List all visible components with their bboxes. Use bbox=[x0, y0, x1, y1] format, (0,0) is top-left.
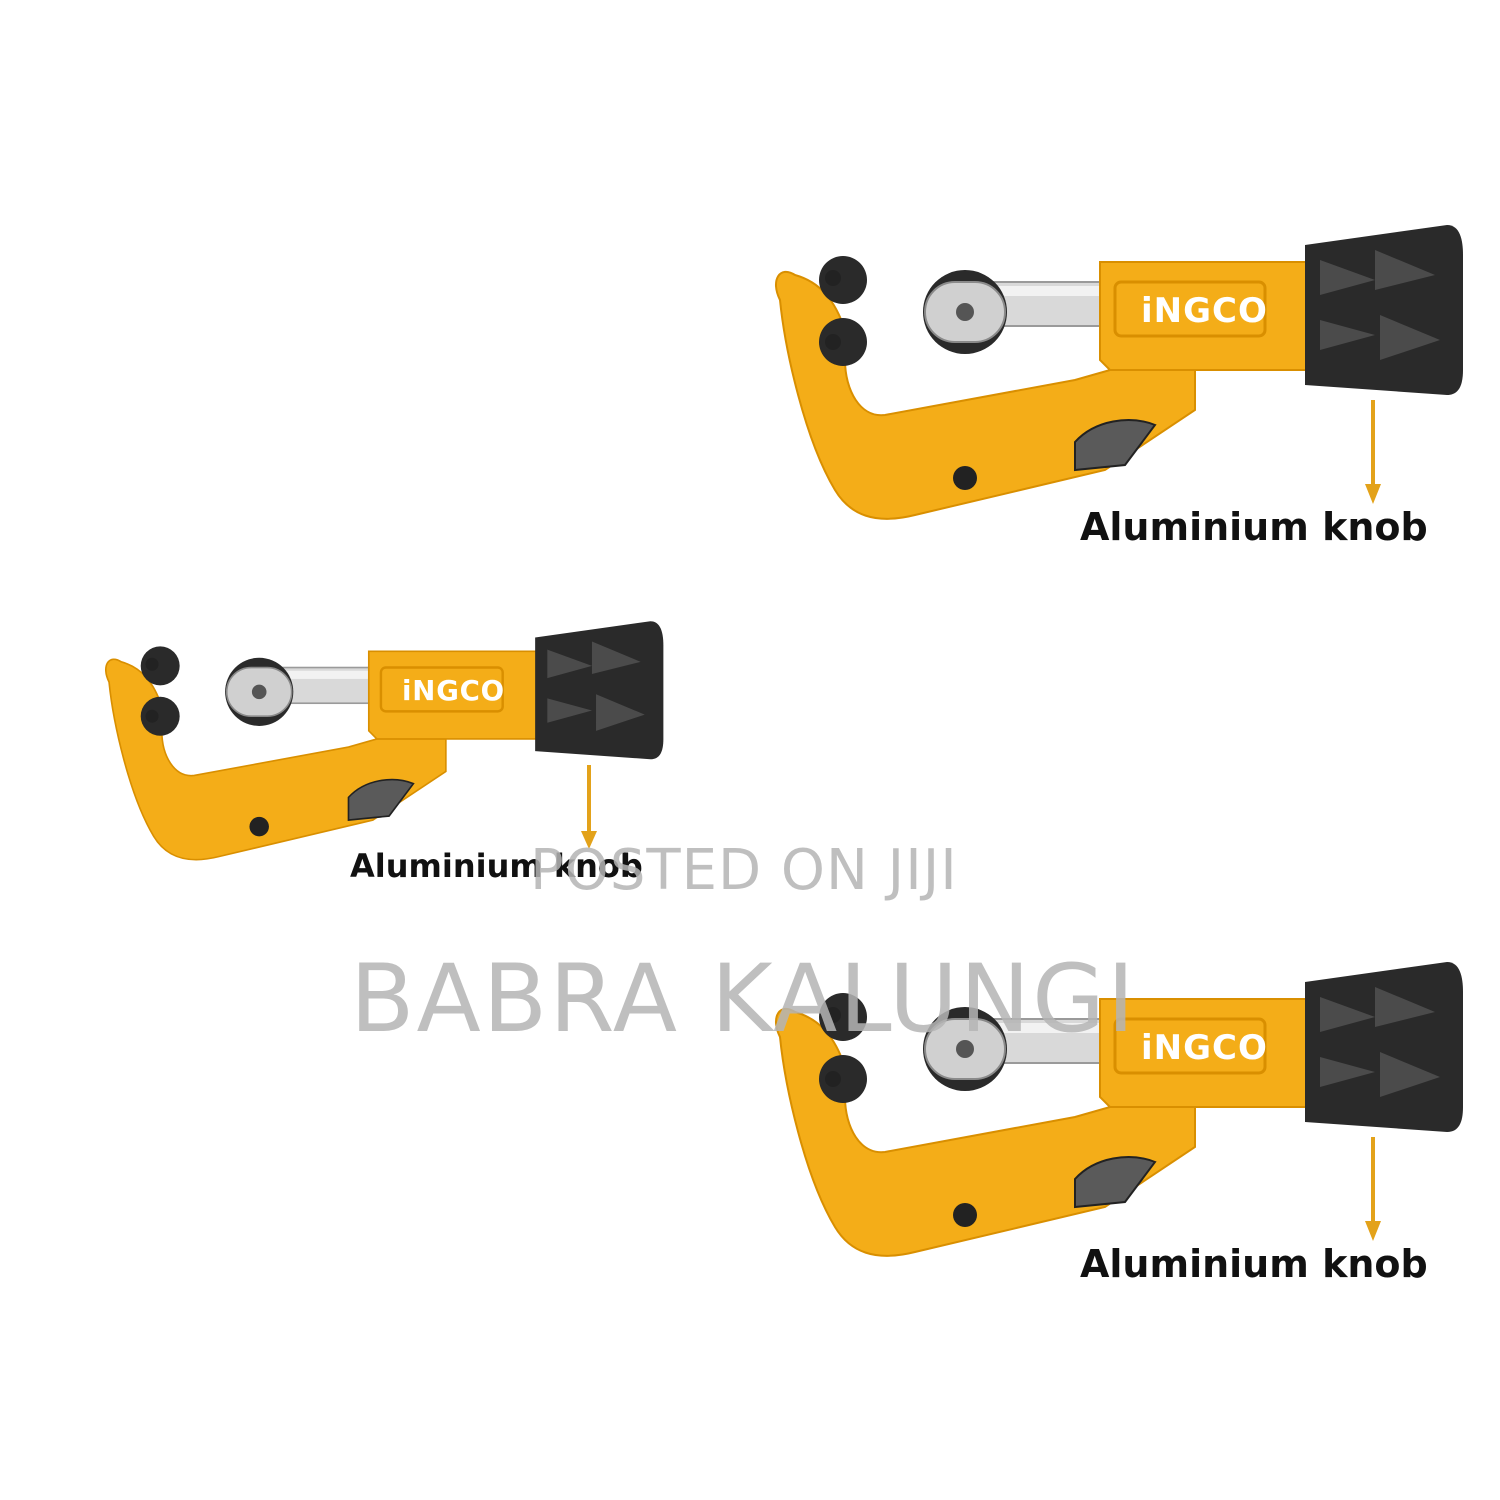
cutter-body bbox=[105, 621, 664, 861]
pipe-cutter-2: iNGCO Aluminium knob bbox=[105, 617, 665, 885]
pipe-cutter-icon: iNGCO bbox=[105, 621, 664, 861]
callout-label: Aluminium knob bbox=[1080, 1242, 1428, 1286]
pipe-cutter-3: iNGCO Aluminium knob bbox=[775, 957, 1465, 1286]
watermark-line-1: POSTED ON JIJI bbox=[530, 838, 958, 903]
brand-logo: iNGCO bbox=[1141, 1028, 1268, 1068]
pipe-cutter-1: iNGCO Aluminium knob bbox=[775, 220, 1465, 549]
arrow-down-icon bbox=[581, 765, 597, 849]
pipe-cutter-icon: iNGCO bbox=[775, 225, 1463, 520]
arrow-down-icon bbox=[1365, 1137, 1381, 1241]
brand-logo: iNGCO bbox=[1141, 291, 1268, 331]
cutter-body bbox=[775, 225, 1463, 520]
watermark-line-2: BABRA KALUNGI bbox=[350, 945, 1137, 1054]
arrow-down-icon bbox=[1365, 400, 1381, 504]
brand-logo: iNGCO bbox=[402, 674, 505, 707]
callout-label: Aluminium knob bbox=[350, 847, 643, 885]
pipe-cutter-icon: iNGCO bbox=[775, 962, 1463, 1257]
callout-label: Aluminium knob bbox=[1080, 505, 1428, 549]
cutter-body bbox=[775, 962, 1463, 1257]
